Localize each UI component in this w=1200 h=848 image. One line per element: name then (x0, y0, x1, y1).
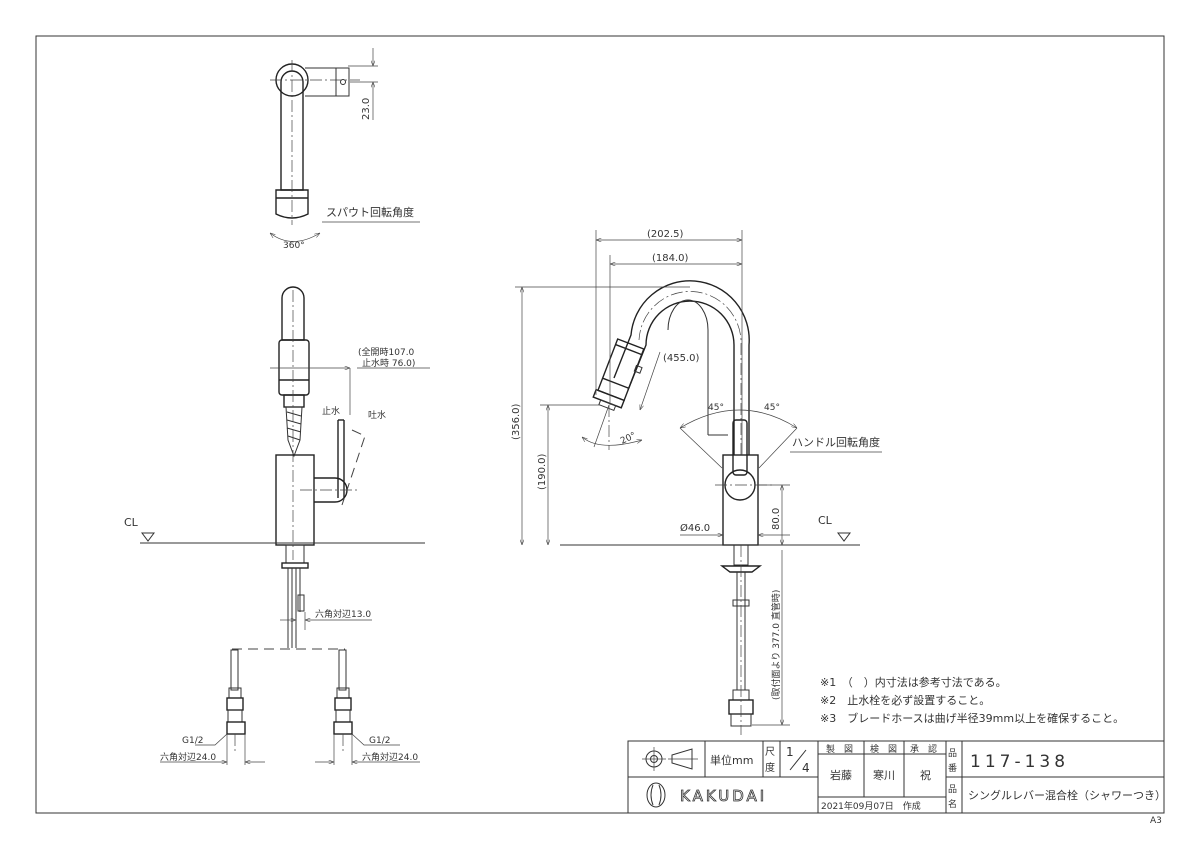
note-3: ※3 ブレードホースは曲げ半径39mm以上を確保すること。 (820, 711, 1124, 725)
full-open-label: (全開時107.0 (358, 346, 415, 358)
g-thread-right: G1/2 (369, 736, 390, 746)
dim-23: 23.0 (361, 98, 372, 120)
dim-377: (取付面より 377.0 直管時) (770, 590, 782, 700)
note-2: ※2 止水栓を必ず設置すること。 (820, 693, 990, 707)
logo-text: KAKUDAI (680, 787, 767, 805)
dim-80: 80.0 (771, 508, 782, 530)
side-view: 45° 45° ハンドル回転角度 (202.5) (184.0) (356.0)… (511, 229, 882, 735)
drawing-date: 2021年09月07日 作成 (821, 800, 921, 812)
hex-13-label: 六角対辺13.0 (315, 608, 371, 620)
cl-label-front: CL (124, 516, 139, 529)
dim-455: (455.0) (663, 353, 700, 364)
scale-denominator: 4 (802, 761, 810, 775)
approved-by: 祝 (920, 768, 931, 782)
discharge-water-label: 吐水 (368, 409, 386, 421)
angle-20: 20° (619, 431, 638, 447)
notes: ※1 （ ）内寸法は参考寸法である。 ※2 止水栓を必ず設置すること。 ※3 ブ… (820, 675, 1124, 725)
product-name: シングルレバー混合栓（シャワーつき） (968, 788, 1166, 802)
projection-symbol-icon (642, 747, 698, 771)
spout-rotation-angle: 360° (283, 241, 305, 251)
approved-header: 承 認 (910, 743, 937, 755)
cl-label-side: CL (818, 514, 833, 527)
part-no-label-1: 品 (948, 748, 957, 759)
title-block: 単位mm 尺 度 1 4 製 図 検 図 承 認 岩藤 寒川 祝 2021年09… (627, 740, 1166, 814)
drawn-header: 製 図 (826, 743, 853, 755)
dim-46: Ø46.0 (680, 522, 710, 534)
dim-184: (184.0) (652, 253, 689, 264)
sheet-border (35, 35, 1165, 814)
stop-label: 止水時 76.0) (362, 357, 415, 369)
angle-45-left: 45° (708, 403, 724, 413)
dim-356: (356.0) (511, 403, 522, 440)
spout-rotation-label: スパウト回転角度 (326, 205, 414, 219)
checked-header: 検 図 (870, 743, 897, 755)
drawn-by: 岩藤 (830, 768, 852, 782)
g-thread-left: G1/2 (182, 736, 203, 746)
hex-24-right: 六角対辺24.0 (362, 751, 418, 763)
angle-45-right: 45° (764, 403, 780, 413)
name-label-1: 品 (948, 784, 957, 795)
part-no-label-2: 番 (948, 762, 957, 774)
hex-24-left: 六角対辺24.0 (160, 751, 216, 763)
stop-water-label: 止水 (322, 405, 340, 417)
kakudai-logo: KAKUDAI (646, 782, 767, 808)
top-view: 23.0 スパウト回転角度 360° (270, 48, 420, 251)
scale-label-1: 尺 (765, 746, 775, 758)
front-view: (全開時107.0 止水時 76.0) 止水 吐水 CL 六角対辺13.0 G1… (124, 286, 430, 765)
dim-202-5: (202.5) (647, 229, 684, 240)
checked-by: 寒川 (873, 768, 895, 782)
handle-rotation-label: ハンドル回転角度 (792, 435, 880, 449)
sheet-size: A3 (1150, 816, 1162, 826)
dim-190: (190.0) (537, 453, 548, 490)
scale-label-2: 度 (765, 761, 775, 774)
name-label-2: 名 (948, 798, 957, 810)
note-1: ※1 （ ）内寸法は参考寸法である。 (820, 675, 1007, 689)
scale-numerator: 1 (786, 745, 794, 759)
unit-label: 単位mm (710, 753, 753, 767)
part-number: 117-138 (970, 752, 1069, 772)
